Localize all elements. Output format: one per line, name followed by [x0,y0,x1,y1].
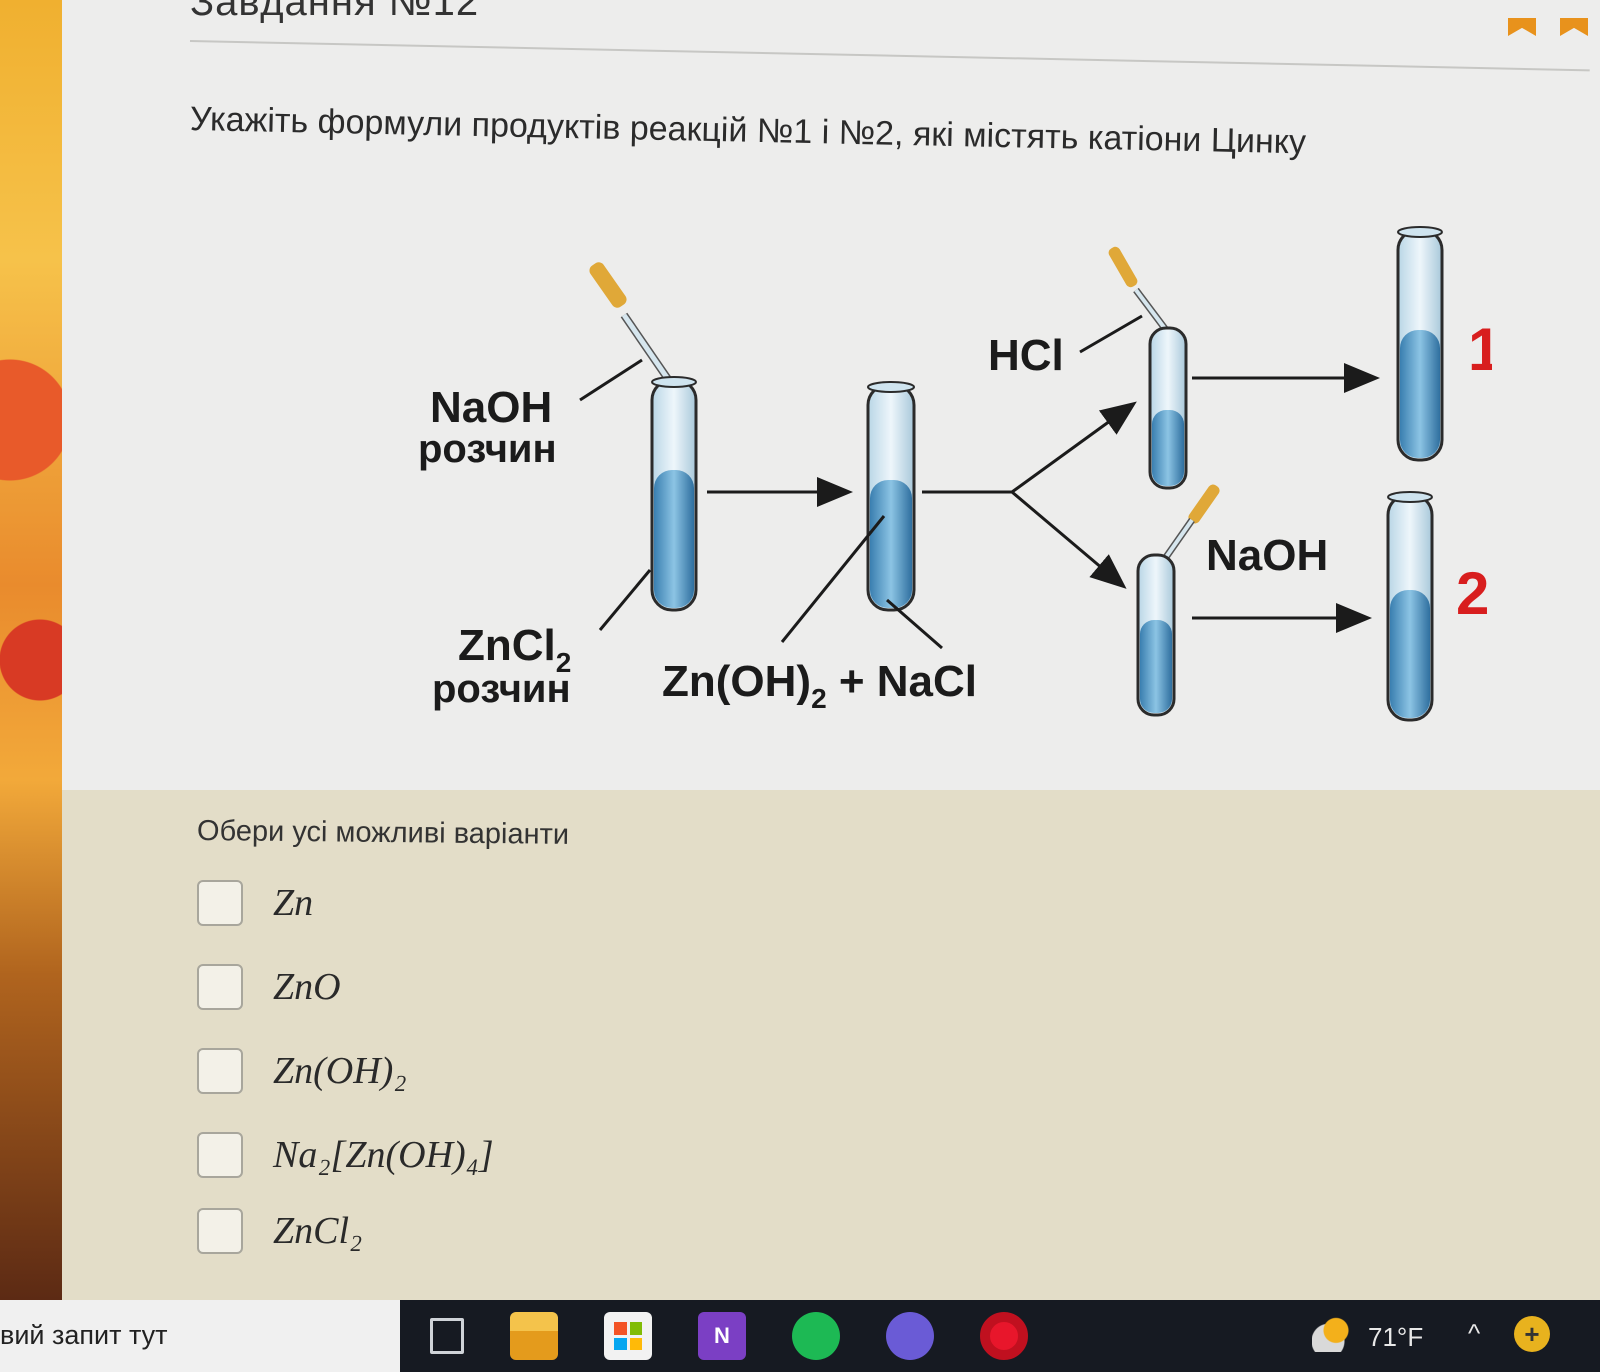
answer-option[interactable]: Zn [197,880,313,926]
result-number-2: 2 [1456,560,1489,627]
store-icon[interactable] [604,1312,652,1360]
pipette-c [1108,246,1169,333]
opera-icon[interactable] [980,1312,1028,1360]
weather-temperature[interactable]: 71°F [1368,1322,1424,1352]
test-tube-c [1148,326,1188,490]
option-checkbox[interactable] [197,1132,243,1178]
arrow-to-tube-c [1011,401,1137,494]
answer-option[interactable]: ZnCl₂ [197,1208,362,1254]
file-explorer-icon[interactable] [510,1312,558,1360]
test-tube-b [866,381,916,612]
taskbar-search-box[interactable]: вий запит тут [0,1300,400,1372]
option-label: Zn [273,882,314,924]
bookmark-icons [1508,18,1588,36]
naoh-label-2: NaOH [1206,531,1328,580]
task-title: Завдання №12 [190,0,480,24]
answers-panel [62,790,1600,1300]
search-placeholder: вий запит тут [0,1320,168,1350]
tray-app-icon[interactable]: + [1514,1316,1550,1352]
option-checkbox[interactable] [197,880,243,926]
reaction-diagram: NaOH розчин ZnCl2 розчин Zn(OH)2 + NaCl [352,220,1501,760]
pipette-d [1161,484,1220,563]
option-label: ZnO [273,966,341,1008]
title-divider [189,40,1590,72]
pipette-a [589,262,674,385]
answer-option[interactable]: ZnO [197,964,341,1010]
result-tube-2 [1386,491,1434,722]
option-label: ZnCl₂ [273,1210,363,1252]
zncl2-label: ZnCl2 [458,621,571,678]
question-text: Укажіть формули продуктів реакцій №1 і №… [189,100,1307,162]
answer-option[interactable]: Na₂[Zn(OH)₄] [197,1132,494,1178]
option-label: Na₂[Zn(OH)₄] [273,1134,494,1176]
taskbar-apps: N [430,1312,1028,1360]
viber-icon[interactable] [886,1312,934,1360]
naoh-label: NaOH [430,383,552,432]
result-tube-1 [1396,226,1444,462]
answer-instruction: Обери усі можливі варіанти [196,815,570,851]
result-number-1: 1 [1468,316,1492,383]
bookmark-icon[interactable] [1508,18,1536,36]
option-label: Zn(OH)₂ [273,1050,407,1092]
onenote-icon[interactable]: N [698,1312,746,1360]
quiz-page: Завдання №12 Укажіть формули продуктів р… [62,0,1600,1300]
option-checkbox[interactable] [197,964,243,1010]
hcl-label: HCl [988,331,1064,380]
arrow-to-tube-d [1011,490,1127,589]
bookmark-icon[interactable] [1560,18,1588,36]
test-tube-a [650,376,698,612]
option-checkbox[interactable] [197,1048,243,1094]
answer-option[interactable]: Zn(OH)₂ [197,1048,407,1094]
test-tube-d [1136,553,1176,717]
reaction-diagram-svg: NaOH розчин ZnCl2 розчин Zn(OH)2 + NaCl [418,226,1501,722]
tray-chevron-icon[interactable]: ^ [1468,1318,1481,1348]
intermediate-label: Zn(OH)2 + NaCl [662,657,977,714]
taskbar: вий запит тут N 71°F ^ + [0,1300,1600,1372]
zncl2-note: розчин [432,667,571,711]
option-checkbox[interactable] [197,1208,243,1254]
task-view-icon[interactable] [430,1318,464,1354]
naoh-note: розчин [418,427,557,471]
weather-icon[interactable] [1312,1316,1352,1352]
spotify-icon[interactable] [792,1312,840,1360]
question-panel: Завдання №12 Укажіть формули продуктів р… [62,0,1600,790]
